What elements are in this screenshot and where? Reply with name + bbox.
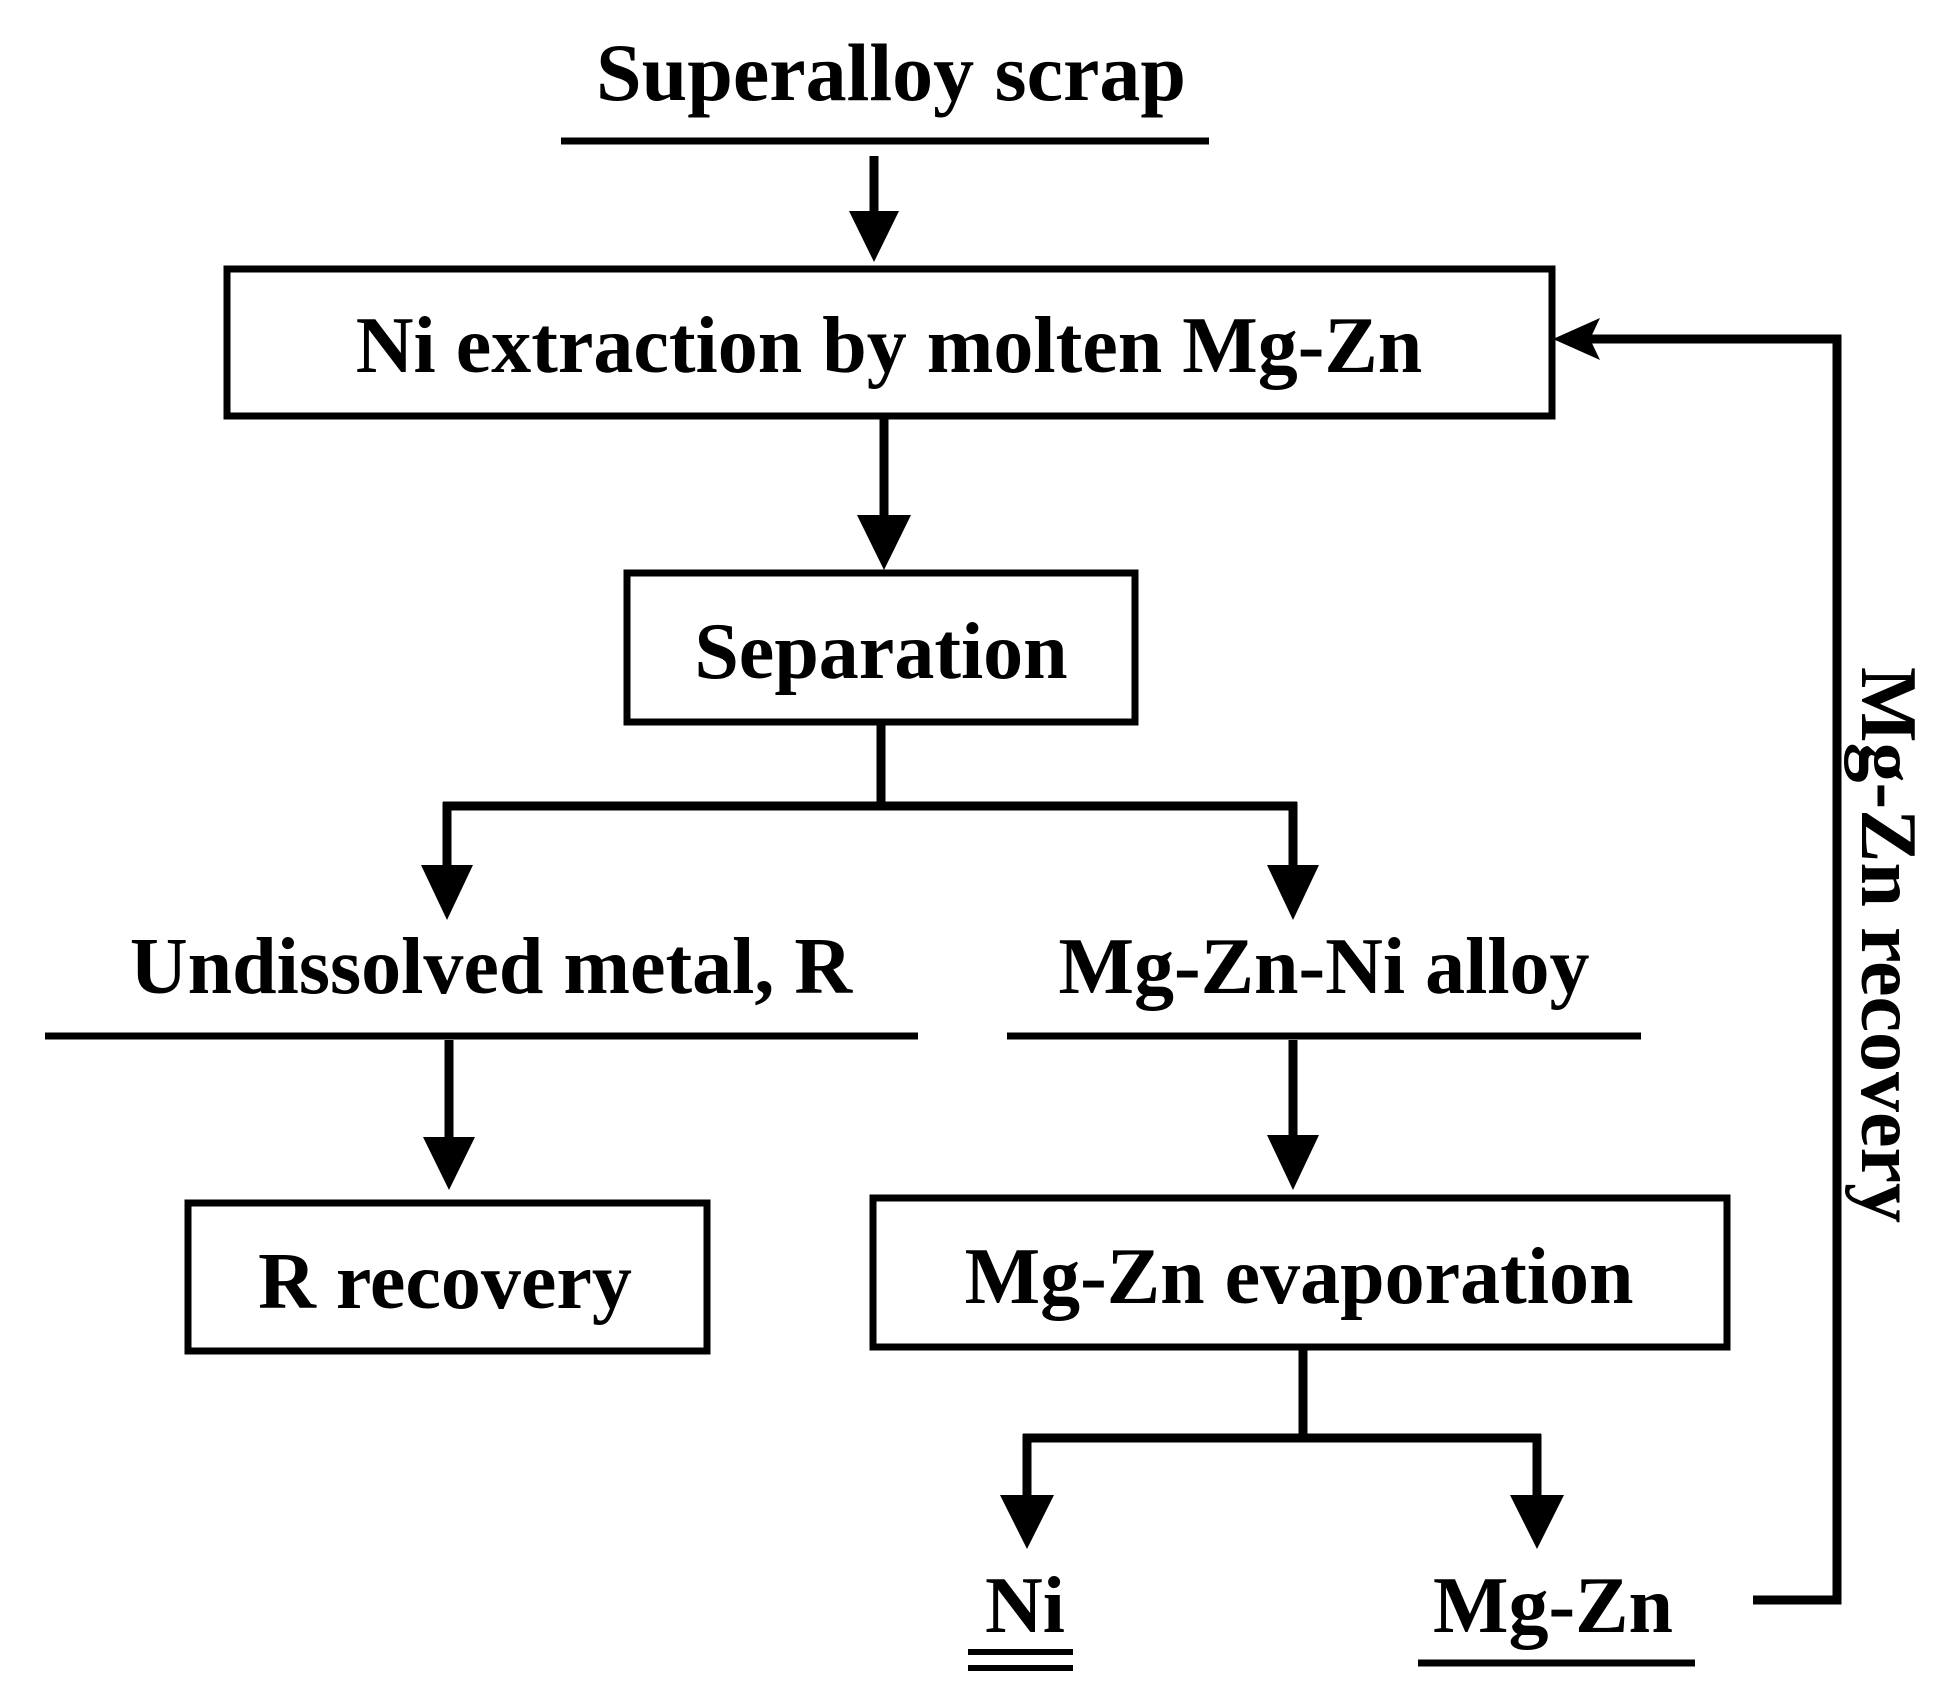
node-ni-product: Ni (968, 1562, 1073, 1671)
arrow-extraction-to-separation (857, 418, 911, 570)
arrowhead (1267, 1135, 1319, 1190)
node-mg-zn-product: Mg-Zn (1418, 1562, 1695, 1667)
split-connector-separation (421, 723, 1319, 920)
node-undissolved-metal: Undissolved metal, R (45, 923, 918, 1040)
superalloy-scrap-label: Superalloy scrap (596, 27, 1186, 118)
arrow-alloy-to-evaporation (1267, 1040, 1319, 1190)
arrowhead (421, 865, 473, 920)
node-ni-extraction: Ni extraction by molten Mg-Zn (223, 265, 1556, 420)
node-r-recovery: R recovery (184, 1199, 711, 1355)
ni-extraction-label: Ni extraction by molten Mg-Zn (356, 302, 1423, 390)
separation-label: Separation (694, 608, 1067, 696)
arrowhead (857, 515, 911, 570)
undissolved-metal-label: Undissolved metal, R (130, 923, 853, 1011)
arrow-undissolved-to-r-recovery (423, 1040, 475, 1190)
recycle-loop-arrow (1553, 318, 1842, 1605)
ni-extraction-box (223, 265, 1556, 420)
arrowhead (849, 211, 899, 262)
arrowhead (1510, 1495, 1564, 1549)
arrowhead (1553, 318, 1600, 360)
node-mg-zn-ni-alloy: Mg-Zn-Ni alloy (1007, 923, 1641, 1040)
node-separation: Separation (623, 569, 1139, 726)
mg-zn-evaporation-label: Mg-Zn evaporation (965, 1233, 1634, 1321)
ni-product-label: Ni (985, 1562, 1065, 1650)
arrow-scrap-to-extraction (849, 156, 899, 262)
separation-box (623, 569, 1139, 726)
node-mg-zn-evaporation: Mg-Zn evaporation (869, 1194, 1731, 1351)
arrowhead (1267, 865, 1319, 920)
mg-zn-product-label: Mg-Zn (1433, 1562, 1673, 1650)
node-superalloy-scrap: Superalloy scrap (561, 27, 1209, 145)
mg-zn-ni-alloy-label: Mg-Zn-Ni alloy (1058, 923, 1589, 1011)
split-connector-evaporation (1000, 1349, 1564, 1549)
arrowhead (423, 1137, 475, 1190)
r-recovery-box (184, 1199, 711, 1355)
mg-zn-recovery-label: Mg-Zn recovery (1844, 667, 1932, 1223)
r-recovery-label: R recovery (258, 1238, 632, 1326)
mg-zn-evaporation-box (869, 1194, 1731, 1351)
arrowhead (1000, 1495, 1054, 1549)
